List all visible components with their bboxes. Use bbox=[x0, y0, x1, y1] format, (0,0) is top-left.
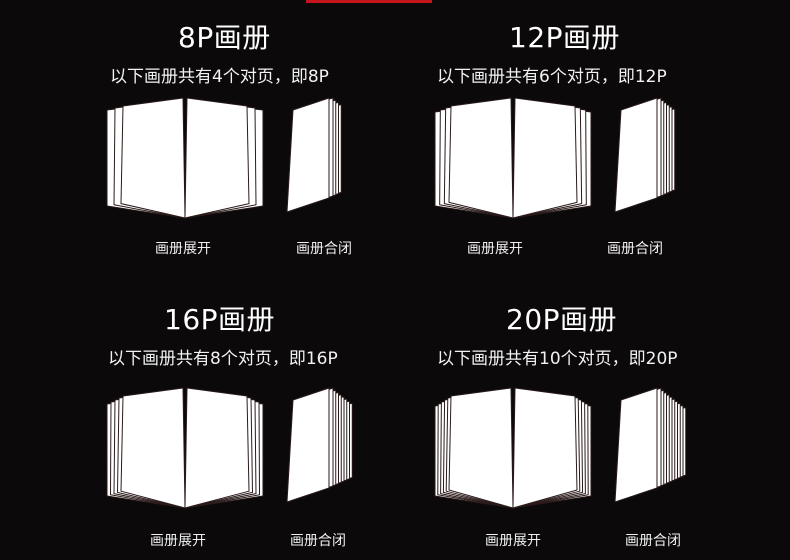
closed-caption: 画册合闭 bbox=[290, 533, 346, 549]
book-page-right bbox=[185, 388, 249, 508]
closed-caption: 画册合闭 bbox=[607, 241, 663, 257]
block-subtitle: 以下画册共有8个对页，即16P bbox=[108, 349, 338, 369]
book-page-left bbox=[121, 98, 185, 218]
block-subtitle: 以下画册共有10个对页，即20P bbox=[437, 349, 678, 369]
top-accent-bar bbox=[306, 0, 432, 3]
block-title: 16P画册 bbox=[164, 303, 276, 336]
book-page-left bbox=[121, 388, 185, 508]
book-page-left bbox=[449, 98, 513, 218]
block-subtitle: 以下画册共有6个对页，即12P bbox=[437, 67, 667, 87]
book-cover bbox=[615, 98, 657, 212]
book-cover bbox=[287, 98, 329, 212]
brochure-block-16p: 16P画册 以下画册共有8个对页，即16P 画册展开 画册合闭 bbox=[0, 280, 395, 560]
open-book-icon bbox=[433, 384, 593, 512]
closed-book-icon bbox=[285, 384, 369, 504]
brochure-block-20p: 20P画册 以下画册共有10个对页，即20P 画册展开 画册合闭 bbox=[395, 280, 790, 560]
book-page-right bbox=[185, 98, 249, 218]
closed-book-icon bbox=[285, 94, 369, 214]
closed-caption: 画册合闭 bbox=[296, 241, 352, 257]
open-caption: 画册展开 bbox=[467, 241, 523, 257]
book-page-left bbox=[449, 388, 513, 508]
closed-caption: 画册合闭 bbox=[625, 533, 681, 549]
book-cover bbox=[615, 388, 657, 502]
closed-book-icon bbox=[613, 384, 697, 504]
open-caption: 画册展开 bbox=[155, 241, 211, 257]
book-page-right bbox=[513, 388, 577, 508]
open-book-icon bbox=[105, 384, 265, 512]
book-page-right bbox=[513, 98, 577, 218]
open-book-icon bbox=[105, 94, 265, 222]
book-cover bbox=[287, 388, 329, 502]
closed-book-icon bbox=[613, 94, 697, 214]
block-title: 8P画册 bbox=[178, 21, 271, 54]
block-title: 12P画册 bbox=[509, 21, 621, 54]
brochure-block-12p: 12P画册 以下画册共有6个对页，即12P 画册展开 画册合闭 bbox=[395, 0, 790, 280]
open-caption: 画册展开 bbox=[485, 533, 541, 549]
open-caption: 画册展开 bbox=[150, 533, 206, 549]
open-book-icon bbox=[433, 94, 593, 222]
block-subtitle: 以下画册共有4个对页，即8P bbox=[110, 67, 329, 87]
block-title: 20P画册 bbox=[506, 303, 618, 336]
brochure-block-8p: 8P画册 以下画册共有4个对页，即8P 画册展开 画册合闭 bbox=[0, 0, 395, 280]
